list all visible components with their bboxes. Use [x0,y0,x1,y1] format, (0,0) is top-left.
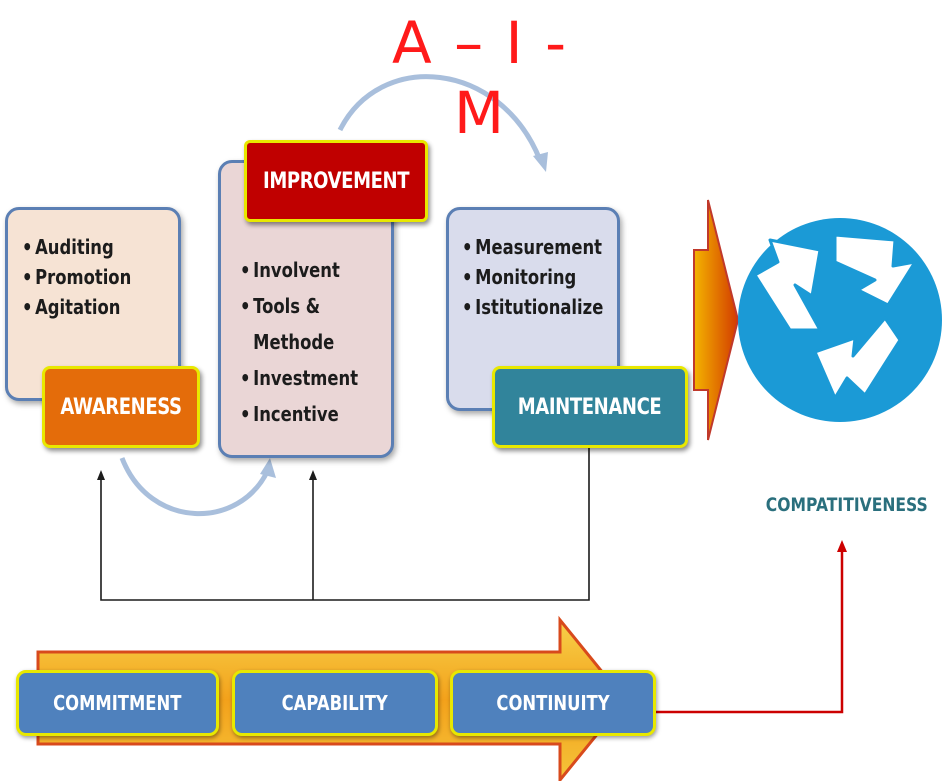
feedback-connector [100,442,590,601]
continuity-box: CONTINUITY [450,670,656,736]
awareness-label: AWARENESS [42,366,200,448]
capability-box: CAPABILITY [232,670,438,736]
list-item: Auditing [22,232,131,262]
list-item: Tools & Methode [240,288,350,360]
improvement-list: Involvent Tools & Methode Investment Inc… [240,252,358,432]
curve-arrow-bottom [119,457,271,516]
list-item: Agitation [22,292,131,322]
recycle-icon [738,218,942,422]
list-item: Involvent [240,252,358,288]
commitment-box: COMMITMENT [16,670,219,736]
result-connector [650,550,844,714]
curve-arrow-top-head [533,152,548,172]
maintenance-list: Measurement Monitoring Istitutionalize [462,232,603,322]
curve-arrow-bottom-head [260,458,276,478]
list-item: Promotion [22,262,131,292]
diagram-title: A – I - M [391,9,569,147]
maintenance-label: MAINTENANCE [492,366,688,448]
compatitiveness-label: COMPATITIVENESS [765,494,928,516]
list-item: Incentive [240,396,358,432]
side-arrow [693,199,740,441]
list-item: Investment [240,360,358,396]
feedback-arrowhead-mid [309,470,317,480]
list-item: Istitutionalize [462,292,603,322]
result-connector-head [837,540,847,552]
list-item: Measurement [462,232,603,262]
feedback-arrowhead-left [97,470,105,480]
curve-arrow-top [337,74,543,161]
awareness-list: Auditing Promotion Agitation [22,232,131,322]
improvement-label: IMPROVEMENT [244,140,428,222]
list-item: Monitoring [462,262,603,292]
